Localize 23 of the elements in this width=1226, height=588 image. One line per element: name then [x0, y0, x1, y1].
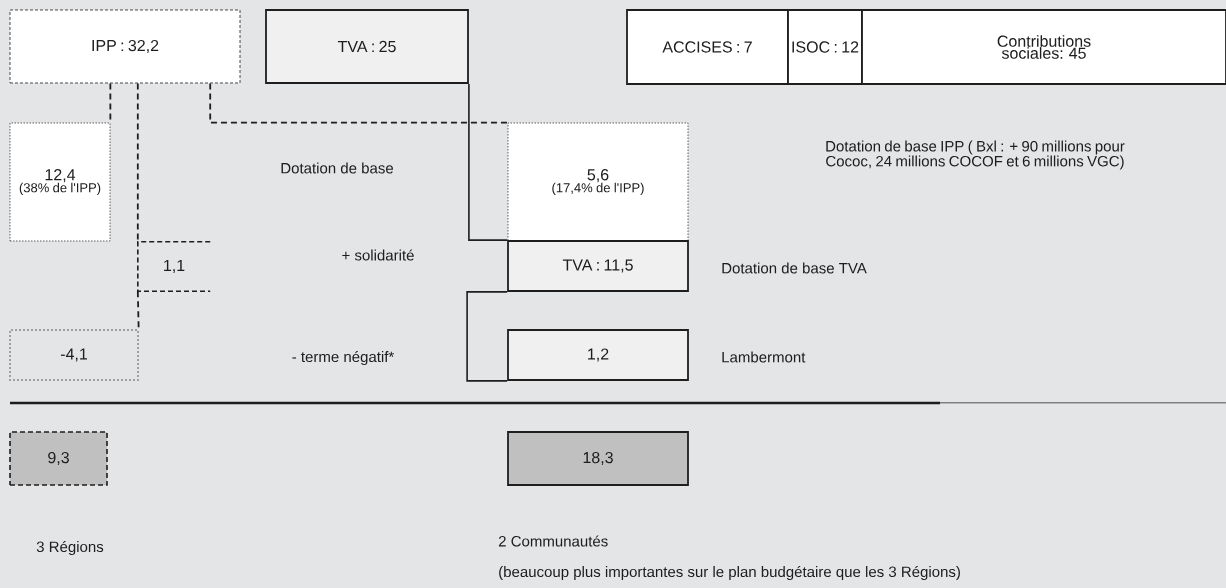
amount-box: -4,1 — [9, 329, 139, 381]
connector-line — [468, 83, 508, 241]
amount-box: 1,2 — [507, 329, 689, 381]
annotation-text: 3 Régions — [36, 540, 104, 556]
annotation-text: Lambermont — [722, 351, 806, 363]
annotation-text: 2 Communautés — [498, 535, 608, 547]
connector-line — [466, 291, 508, 382]
amount-box: 12,4 (38% de l'IPP) — [9, 122, 111, 242]
annotation-text: - terme négatif* — [292, 350, 394, 366]
amount-box: 5,6 (17,4% de l'IPP) — [507, 122, 689, 242]
tax-box: ISOC : 12 — [787, 9, 863, 85]
tax-box: TVA : 25 — [265, 9, 469, 84]
annotation-text: Dotation de base — [281, 162, 393, 174]
total-box: 9,3 — [9, 431, 108, 486]
annotation-text: Dotation de base TVA — [722, 262, 867, 274]
annotation-text: (beaucoup plus importantes sur le plan budgétaire que les 3 Régions) — [499, 565, 960, 581]
annotation-text: + solidarité — [342, 249, 414, 261]
annotation-text: Dotation de base IPP ( Bxl : + 90 millions pour Cococ, 24 millions COCOF et 6 millions VGC) — [826, 140, 1125, 170]
total-box: 18,3 — [507, 431, 689, 486]
amount-box: 1,1 — [137, 241, 211, 292]
amount-box: TVA : 11,5 — [507, 240, 689, 292]
connector-line — [209, 82, 509, 124]
tax-box: IPP : 32,2 — [9, 9, 241, 84]
